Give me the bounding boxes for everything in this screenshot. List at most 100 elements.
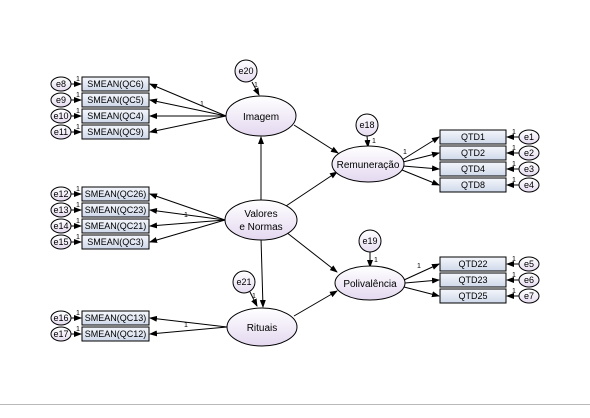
disturbance-e21-label: e21 <box>236 277 251 287</box>
error-e3 <box>518 161 540 177</box>
error-e17-weight: 1 <box>76 326 80 333</box>
left-indicator-smeanqc9 <box>81 124 150 140</box>
error-e6-label: e6 <box>524 275 534 285</box>
path-valores-to-remuneracao <box>285 171 338 207</box>
latent-polivalencia: Polivalência <box>334 265 406 301</box>
loading-weight-imagem-to-qc: 1 <box>200 101 204 108</box>
latent-rituais: Rituais <box>226 307 298 347</box>
disturbance-e20-label: e20 <box>238 66 253 76</box>
error-e15-weight: 1 <box>76 234 80 241</box>
left-indicator-smeanqc9-loading <box>149 115 227 134</box>
right-indicator-qtd2-label: QTD2 <box>461 148 485 158</box>
right-indicator-qtd8-label: QTD8 <box>461 180 485 190</box>
error-e12-weight: 1 <box>76 186 80 193</box>
disturbance-e20-weight: 1 <box>254 82 258 89</box>
error-e3-label: e3 <box>524 164 534 174</box>
latent-variables: Imagem Valores e Normas Rituais Remunera… <box>224 95 406 347</box>
left-indicator-smeanqc3-label: SMEAN(QC3) <box>87 237 144 247</box>
right-indicator-qtd1-loading <box>401 136 440 161</box>
error-e15-label: e15 <box>53 237 68 247</box>
latent-valores-label-line2: e Normas <box>239 222 282 233</box>
path-rituais-to-polivalencia <box>293 290 338 317</box>
structural-paths <box>258 124 339 317</box>
left-indicator-smeanqc12 <box>81 326 150 342</box>
right-indicator-qtd22-loading <box>403 263 440 281</box>
error-e12-label: e12 <box>53 189 68 199</box>
error-e14-label: e14 <box>53 221 68 231</box>
right-indicator-qtd22-label: QTD22 <box>458 259 487 269</box>
error-e4-weight: 1 <box>512 177 516 184</box>
disturbance-e19 <box>358 229 382 253</box>
error-e1-label: e1 <box>524 132 534 142</box>
path-e21-to-rituais <box>249 291 258 307</box>
error-e13-weight: 1 <box>76 202 80 209</box>
right-indicator-qtd8-loading <box>401 169 440 186</box>
error-e8-weight: 1 <box>76 76 80 83</box>
error-e12 <box>50 186 72 202</box>
left-indicator-smeanqc13-label: SMEAN(QC13) <box>85 313 147 323</box>
disturbance-e18-weight: 1 <box>372 138 376 145</box>
error-e3-weight: 1 <box>512 161 516 168</box>
loading-weight-rituais-to-qc: 1 <box>184 322 188 329</box>
left-indicator-smeanqc21-label: SMEAN(QC21) <box>85 221 147 231</box>
latent-remuneracao: Remuneração <box>331 145 405 183</box>
left-indicator-smeanqc23-loading <box>149 207 226 221</box>
error-e4 <box>518 177 540 193</box>
path-imagem-to-remuneracao <box>293 124 339 154</box>
right-indicator-qtd25-loading <box>403 286 440 298</box>
right-indicator-qtd1-label: QTD1 <box>461 132 485 142</box>
loading-weight-valores-to-qc: 1 <box>184 212 188 219</box>
loading-weight-remuneracao-to-qtd: 1 <box>403 149 407 156</box>
error-e2-label: e2 <box>524 148 534 158</box>
error-e5-label: e5 <box>524 259 534 269</box>
left-indicator-smeanqc12-label: SMEAN(QC12) <box>85 329 147 339</box>
disturbance-e18-label: e18 <box>359 120 374 130</box>
disturbance-e19-weight: 1 <box>374 257 378 264</box>
left-indicator-smeanqc26 <box>81 186 150 202</box>
right-indicator-qtd23-loading <box>404 277 440 284</box>
latent-imagem-label: Imagem <box>243 112 279 123</box>
error-e4-label: e4 <box>524 180 534 190</box>
error-e11-weight: 1 <box>76 124 80 131</box>
error-e17-label: e17 <box>53 329 68 339</box>
error-e8-label: e8 <box>56 79 66 89</box>
left-indicator-smeanqc13-loading <box>149 315 228 328</box>
error-e8 <box>50 76 72 92</box>
error-e13-label: e13 <box>53 205 68 215</box>
right-indicator-qtd4-loading <box>402 165 440 172</box>
error-e7-label: e7 <box>524 291 534 301</box>
left-indicator-smeanqc6 <box>81 76 150 92</box>
error-e2 <box>518 145 540 161</box>
disturbance-e21-weight: 1 <box>252 293 256 300</box>
error-e16-weight: 1 <box>76 310 80 317</box>
error-e5-weight: 1 <box>512 256 516 263</box>
error-e9-weight: 1 <box>76 92 80 99</box>
error-e1-weight: 1 <box>512 129 516 136</box>
right-indicator-qtd25-label: QTD25 <box>458 291 487 301</box>
left-indicator-smeanqc13 <box>81 310 150 326</box>
disturbance-terms: e20 1 e21 1 e18 1 e19 1 <box>232 59 382 307</box>
error-e16-label: e16 <box>53 313 68 323</box>
path-valores-to-rituais <box>259 237 266 308</box>
left-indicator-smeanqc21-loading <box>149 219 226 229</box>
disturbance-e18 <box>355 113 379 137</box>
error-e15 <box>50 234 72 250</box>
left-indicator-smeanqc5 <box>81 92 150 108</box>
error-e7 <box>518 288 540 304</box>
left-indicator-smeanqc5-loading <box>149 98 227 117</box>
disturbance-e20 <box>234 59 258 83</box>
left-indicator-smeanqc3-loading <box>149 219 226 243</box>
error-e10-label: e10 <box>53 111 68 121</box>
left-indicator-smeanqc4 <box>81 108 150 124</box>
error-e14-weight: 1 <box>76 218 80 225</box>
latent-polivalencia-label: Polivalência <box>343 279 397 290</box>
error-e6 <box>518 272 540 288</box>
left-indicator-smeanqc23 <box>81 202 150 218</box>
latent-remuneracao-label: Remuneração <box>337 160 400 171</box>
left-indicator-smeanqc6-label: SMEAN(QC6) <box>87 79 144 89</box>
error-e1 <box>518 129 540 145</box>
right-indicator-qtd23-label: QTD23 <box>458 275 487 285</box>
